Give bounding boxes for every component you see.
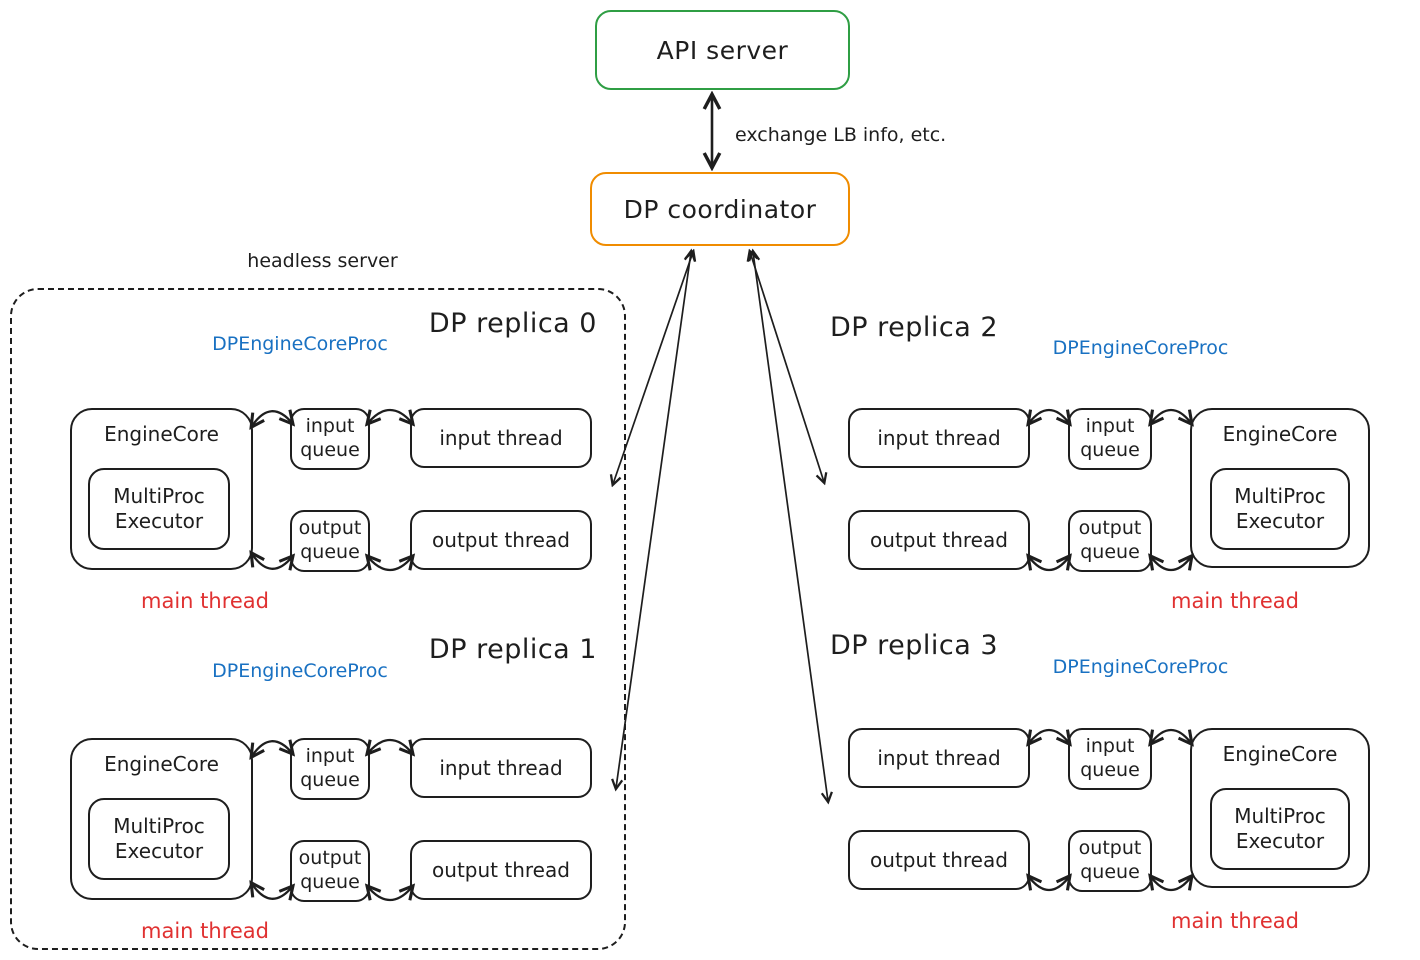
replica-1-multiproc-executor-box: MultiProc Executor [88, 798, 230, 880]
connector-coordinator-replica-3 [753, 252, 828, 801]
replica-1-input-queue-box: input queue [290, 738, 370, 800]
replica-1-output-queue-box: output queue [290, 840, 370, 902]
replica-0-main-thread-label: main thread [141, 589, 269, 613]
replica-3-main-thread-label: main thread [1171, 909, 1299, 933]
replica-3-input-queue-box: input queue [1068, 728, 1152, 790]
replica-3-output-queue-box: output queue [1068, 830, 1152, 892]
replica-3-output-thread-box: output thread [848, 830, 1030, 890]
api-server-box: API server [595, 10, 850, 90]
replica-2-dpenginecoreproc-label: DPEngineCoreProc [1052, 337, 1229, 359]
replica-3-multiproc-executor-box: MultiProc Executor [1210, 788, 1350, 870]
replica-0-multiproc-executor-box: MultiProc Executor [88, 468, 230, 550]
replica-1-main-thread-label: main thread [141, 919, 269, 943]
replica-0-input-thread-box: input thread [410, 408, 592, 468]
connector-coordinator-replica-2 [750, 252, 824, 482]
headless-server-label: headless server [247, 250, 398, 272]
exchange-lb-info-label: exchange LB info, etc. [735, 124, 947, 146]
replica-2-main-thread-label: main thread [1171, 589, 1299, 613]
replica-3-dpenginecoreproc-label: DPEngineCoreProc [1052, 656, 1229, 678]
replica-2-engine-core-label: EngineCore [1222, 422, 1338, 446]
api-server-label: API server [656, 35, 789, 65]
replica-0-engine-core-label: EngineCore [104, 422, 219, 446]
replica-2-multiproc-executor-box: MultiProc Executor [1210, 468, 1350, 550]
replica-2-output-queue-box: output queue [1068, 510, 1152, 572]
replica-3-input-thread-box: input thread [848, 728, 1030, 788]
dp-coordinator-label: DP coordinator [623, 194, 817, 224]
replica-2-title: DP replica 2 [830, 312, 999, 343]
replica-0-output-thread-box: output thread [410, 510, 592, 570]
replica-1-input-thread-box: input thread [410, 738, 592, 798]
replica-2-output-thread-box: output thread [848, 510, 1030, 570]
replica-2-input-thread-box: input thread [848, 408, 1030, 468]
connector-coordinator-replica-1 [616, 252, 691, 788]
replica-0-dpenginecoreproc-label: DPEngineCoreProc [212, 333, 388, 355]
replica-1-dpenginecoreproc-label: DPEngineCoreProc [212, 660, 388, 682]
dp-coordinator-box: DP coordinator [590, 172, 850, 246]
replica-1-title: DP replica 1 [428, 634, 597, 665]
replica-0-title: DP replica 0 [428, 308, 597, 339]
replica-1-output-thread-box: output thread [410, 840, 592, 900]
replica-0-input-queue-box: input queue [290, 408, 370, 470]
replica-3-title: DP replica 3 [830, 630, 999, 661]
replica-2-input-queue-box: input queue [1068, 408, 1152, 470]
replica-3-engine-core-label: EngineCore [1222, 742, 1338, 766]
replica-0-output-queue-box: output queue [290, 510, 370, 572]
replica-1-engine-core-label: EngineCore [104, 752, 219, 776]
